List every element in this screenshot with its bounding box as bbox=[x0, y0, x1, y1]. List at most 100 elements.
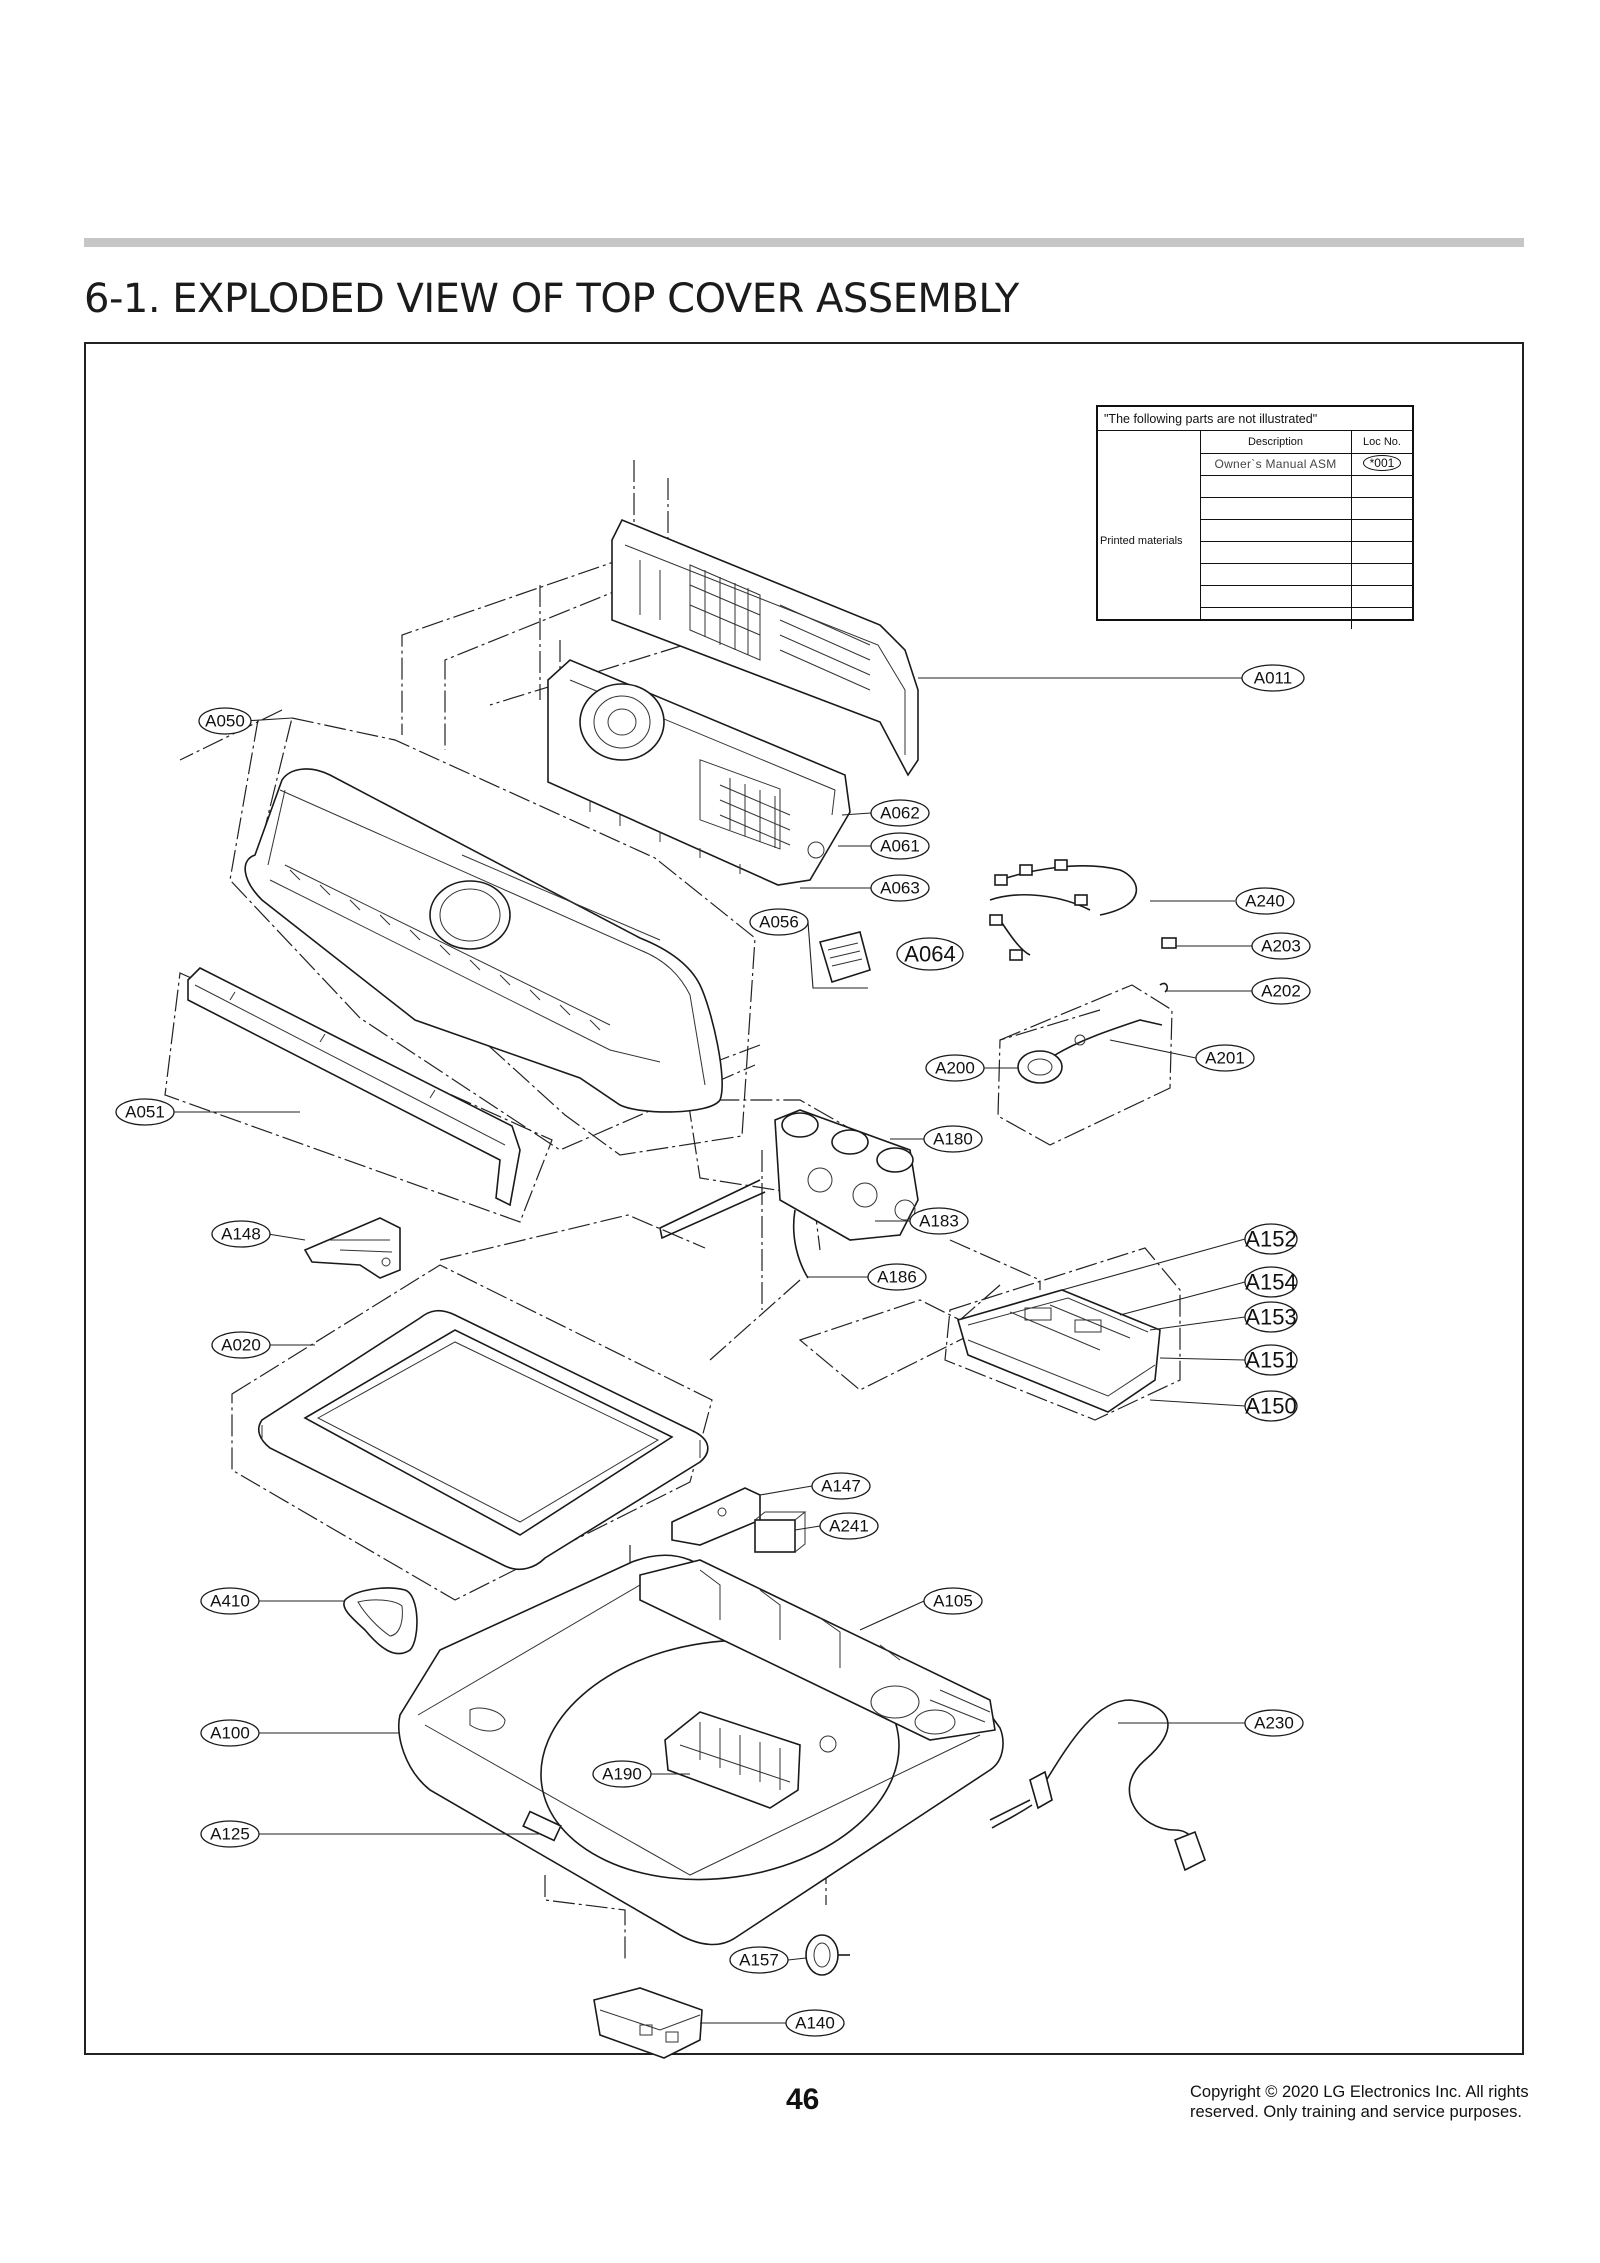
callout-a152: A152 bbox=[1244, 1223, 1298, 1255]
part-a148-bracket bbox=[303, 1217, 401, 1279]
table-row bbox=[1200, 585, 1412, 608]
header-rule bbox=[84, 238, 1524, 247]
svg-text:A230: A230 bbox=[1254, 1714, 1294, 1733]
table-row bbox=[1200, 563, 1412, 586]
svg-text:A062: A062 bbox=[880, 804, 920, 823]
callout-a154: A154 bbox=[1244, 1266, 1298, 1298]
callout-a061: A061 bbox=[870, 832, 930, 860]
svg-text:A151: A151 bbox=[1245, 1348, 1296, 1373]
svg-text:A050: A050 bbox=[205, 712, 245, 731]
callout-a190: A190 bbox=[592, 1760, 652, 1788]
callout-a151: A151 bbox=[1244, 1344, 1298, 1376]
svg-text:A061: A061 bbox=[880, 837, 920, 856]
part-a202-clip bbox=[1159, 982, 1168, 993]
callout-a064: A064 bbox=[896, 937, 964, 971]
svg-text:A200: A200 bbox=[935, 1059, 975, 1078]
table-row bbox=[1200, 607, 1412, 629]
page-number: 46 bbox=[786, 2083, 820, 2116]
callout-a148: A148 bbox=[211, 1220, 271, 1248]
callout-a157: A157 bbox=[729, 1946, 789, 1974]
callout-a063: A063 bbox=[870, 874, 930, 902]
svg-text:A063: A063 bbox=[880, 879, 920, 898]
part-a190-filter bbox=[664, 1711, 801, 1809]
svg-text:A011: A011 bbox=[1254, 669, 1292, 688]
col-description: Description bbox=[1200, 431, 1352, 453]
svg-text:A125: A125 bbox=[210, 1825, 250, 1844]
part-a147-hinge bbox=[671, 1487, 761, 1546]
callouts: A011 A050 A062 A061 A063 A056 A064 A240 … bbox=[115, 664, 1311, 2037]
part-a240-harness bbox=[989, 859, 1138, 961]
svg-text:A056: A056 bbox=[759, 913, 799, 932]
callout-a240: A240 bbox=[1235, 887, 1295, 915]
svg-text:A150: A150 bbox=[1245, 1394, 1296, 1419]
svg-text:A201: A201 bbox=[1205, 1049, 1245, 1068]
table-row bbox=[1200, 475, 1412, 498]
item-loc: *001 bbox=[1362, 455, 1402, 471]
part-a150-dispenser bbox=[957, 1289, 1161, 1413]
table-category-cell: Printed materials bbox=[1098, 431, 1201, 619]
copyright-line-2: reserved. Only training and service purp… bbox=[1190, 2103, 1522, 2121]
callout-a153: A153 bbox=[1244, 1301, 1298, 1333]
leader-lines bbox=[174, 677, 1252, 2024]
svg-text:A186: A186 bbox=[877, 1268, 917, 1287]
table-row bbox=[1200, 519, 1412, 542]
copyright-line-1: Copyright © 2020 LG Electronics Inc. All… bbox=[1190, 2083, 1529, 2101]
page-title: 6-1. EXPLODED VIEW OF TOP COVER ASSEMBLY bbox=[84, 276, 1019, 322]
part-a064-card bbox=[818, 931, 871, 984]
part-a410-knob bbox=[343, 1587, 418, 1655]
callout-a050: A050 bbox=[198, 707, 252, 735]
part-a241-switch bbox=[754, 1511, 807, 1553]
svg-text:A148: A148 bbox=[221, 1225, 261, 1244]
not-illustrated-table: "The following parts are not illustrated… bbox=[1096, 405, 1414, 629]
callout-a200: A200 bbox=[925, 1054, 985, 1082]
svg-text:A105: A105 bbox=[933, 1592, 973, 1611]
svg-text:A241: A241 bbox=[829, 1517, 869, 1536]
callout-a180: A180 bbox=[923, 1125, 983, 1153]
part-a203-connector bbox=[1161, 937, 1177, 949]
table-row bbox=[1200, 497, 1412, 520]
part-a230-power-cord bbox=[989, 1699, 1206, 1872]
svg-text:A153: A153 bbox=[1245, 1305, 1296, 1330]
part-a140-switch-box bbox=[593, 1987, 703, 2059]
svg-text:A157: A157 bbox=[739, 1951, 779, 1970]
callout-a202: A202 bbox=[1251, 977, 1311, 1005]
callout-a410: A410 bbox=[200, 1587, 260, 1615]
part-a201-pressure-sensor bbox=[1017, 1019, 1163, 1084]
svg-text:A152: A152 bbox=[1245, 1227, 1296, 1252]
callout-a100: A100 bbox=[200, 1719, 260, 1747]
svg-text:A240: A240 bbox=[1245, 892, 1285, 911]
callout-a183: A183 bbox=[909, 1207, 969, 1235]
category-label: Printed materials bbox=[1100, 535, 1183, 547]
diagram-frame bbox=[84, 342, 1524, 2055]
part-a020-lid bbox=[258, 1309, 709, 1570]
svg-text:A183: A183 bbox=[919, 1212, 959, 1231]
item-description: Owner`s Manual ASM bbox=[1214, 457, 1337, 471]
callout-a125: A125 bbox=[200, 1820, 260, 1848]
part-a011-rear-panel bbox=[611, 518, 919, 777]
svg-text:A410: A410 bbox=[210, 1592, 250, 1611]
callout-a203: A203 bbox=[1251, 932, 1311, 960]
callout-a062: A062 bbox=[870, 799, 930, 827]
callout-a051: A051 bbox=[115, 1098, 175, 1126]
part-a180-water-valve bbox=[659, 1109, 919, 1279]
table-grid: Description Loc No. Owner`s Manual ASM *… bbox=[1200, 431, 1412, 629]
copyright-notice: Copyright © 2020 LG Electronics Inc. All… bbox=[1190, 2082, 1590, 2122]
svg-text:A154: A154 bbox=[1245, 1270, 1296, 1295]
table-row: Owner`s Manual ASM *001 bbox=[1200, 453, 1412, 476]
svg-text:A203: A203 bbox=[1261, 937, 1301, 956]
svg-text:A180: A180 bbox=[933, 1130, 973, 1149]
part-a050-control-panel bbox=[244, 768, 723, 1113]
svg-text:A100: A100 bbox=[210, 1724, 250, 1743]
svg-text:A051: A051 bbox=[125, 1103, 165, 1122]
callout-a011: A011 bbox=[1241, 664, 1305, 692]
callout-a150: A150 bbox=[1244, 1390, 1298, 1422]
callout-a056: A056 bbox=[749, 908, 809, 936]
callout-a105: A105 bbox=[923, 1587, 983, 1615]
part-a062-control-board bbox=[547, 659, 851, 886]
callout-a241: A241 bbox=[819, 1512, 879, 1540]
svg-text:A190: A190 bbox=[602, 1765, 642, 1784]
svg-text:A020: A020 bbox=[221, 1336, 261, 1355]
svg-text:A202: A202 bbox=[1261, 982, 1301, 1001]
callout-a230: A230 bbox=[1244, 1709, 1304, 1737]
